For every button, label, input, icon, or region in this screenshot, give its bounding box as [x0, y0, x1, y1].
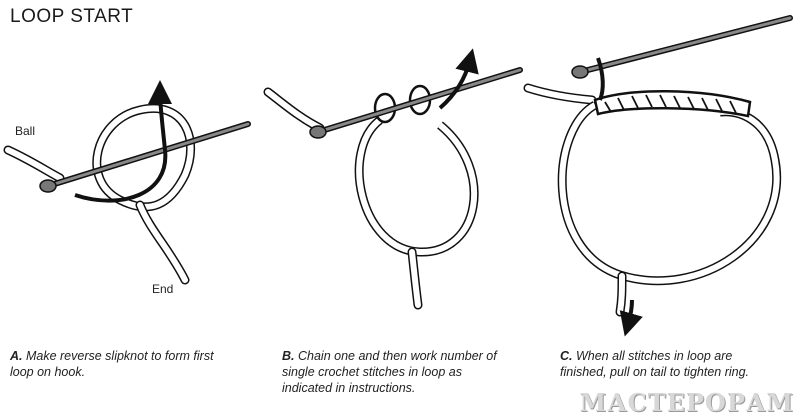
- step-c-letter: C.: [560, 349, 573, 363]
- label-end: End: [152, 282, 174, 296]
- yarn-strand-end: [135, 200, 190, 285]
- crochet-hook-c: [571, 15, 793, 101]
- diagram-panel-c: [523, 15, 793, 337]
- step-a-caption: A. Make reverse slipknot to form first l…: [10, 348, 225, 380]
- watermark: МАСТЕРОРАМ: [579, 388, 794, 417]
- step-b-text: Chain one and then work number of single…: [282, 349, 497, 395]
- loop-start-diagram: [3, 15, 793, 337]
- yarn-strand-end-b: [407, 247, 423, 310]
- crochet-hook-b: [309, 67, 523, 139]
- step-c-text: When all stitches in loop are finished, …: [560, 349, 750, 379]
- step-a-text: Make reverse slipknot to form first loop…: [10, 349, 214, 379]
- crochet-hook-a: [39, 121, 251, 193]
- step-b-letter: B.: [282, 349, 295, 363]
- diagram-panel-b: [263, 48, 523, 310]
- label-ball: Ball: [15, 124, 36, 138]
- step-b-caption: B. Chain one and then work number of sin…: [282, 348, 497, 396]
- yarn-strand-ball-c: [523, 83, 597, 105]
- direction-arrow-a: [74, 80, 173, 203]
- stitch-row-c: [593, 89, 752, 118]
- page-title: LOOP START: [10, 6, 134, 27]
- step-a-letter: A.: [10, 349, 23, 363]
- yarn-strand-ball: [3, 145, 65, 183]
- yarn-ring-c: [557, 101, 782, 286]
- direction-arrow-c: [619, 299, 643, 337]
- yarn-tail-c: [615, 271, 627, 317]
- diagram-panel-a: [3, 80, 251, 285]
- step-c-caption: C. When all stitches in loop are finishe…: [560, 348, 775, 380]
- direction-arrow-b: [438, 48, 479, 110]
- yarn-loop-a: [92, 104, 196, 212]
- yarn-loop-b: [354, 116, 479, 257]
- yarn-strand-ball-b: [263, 87, 325, 133]
